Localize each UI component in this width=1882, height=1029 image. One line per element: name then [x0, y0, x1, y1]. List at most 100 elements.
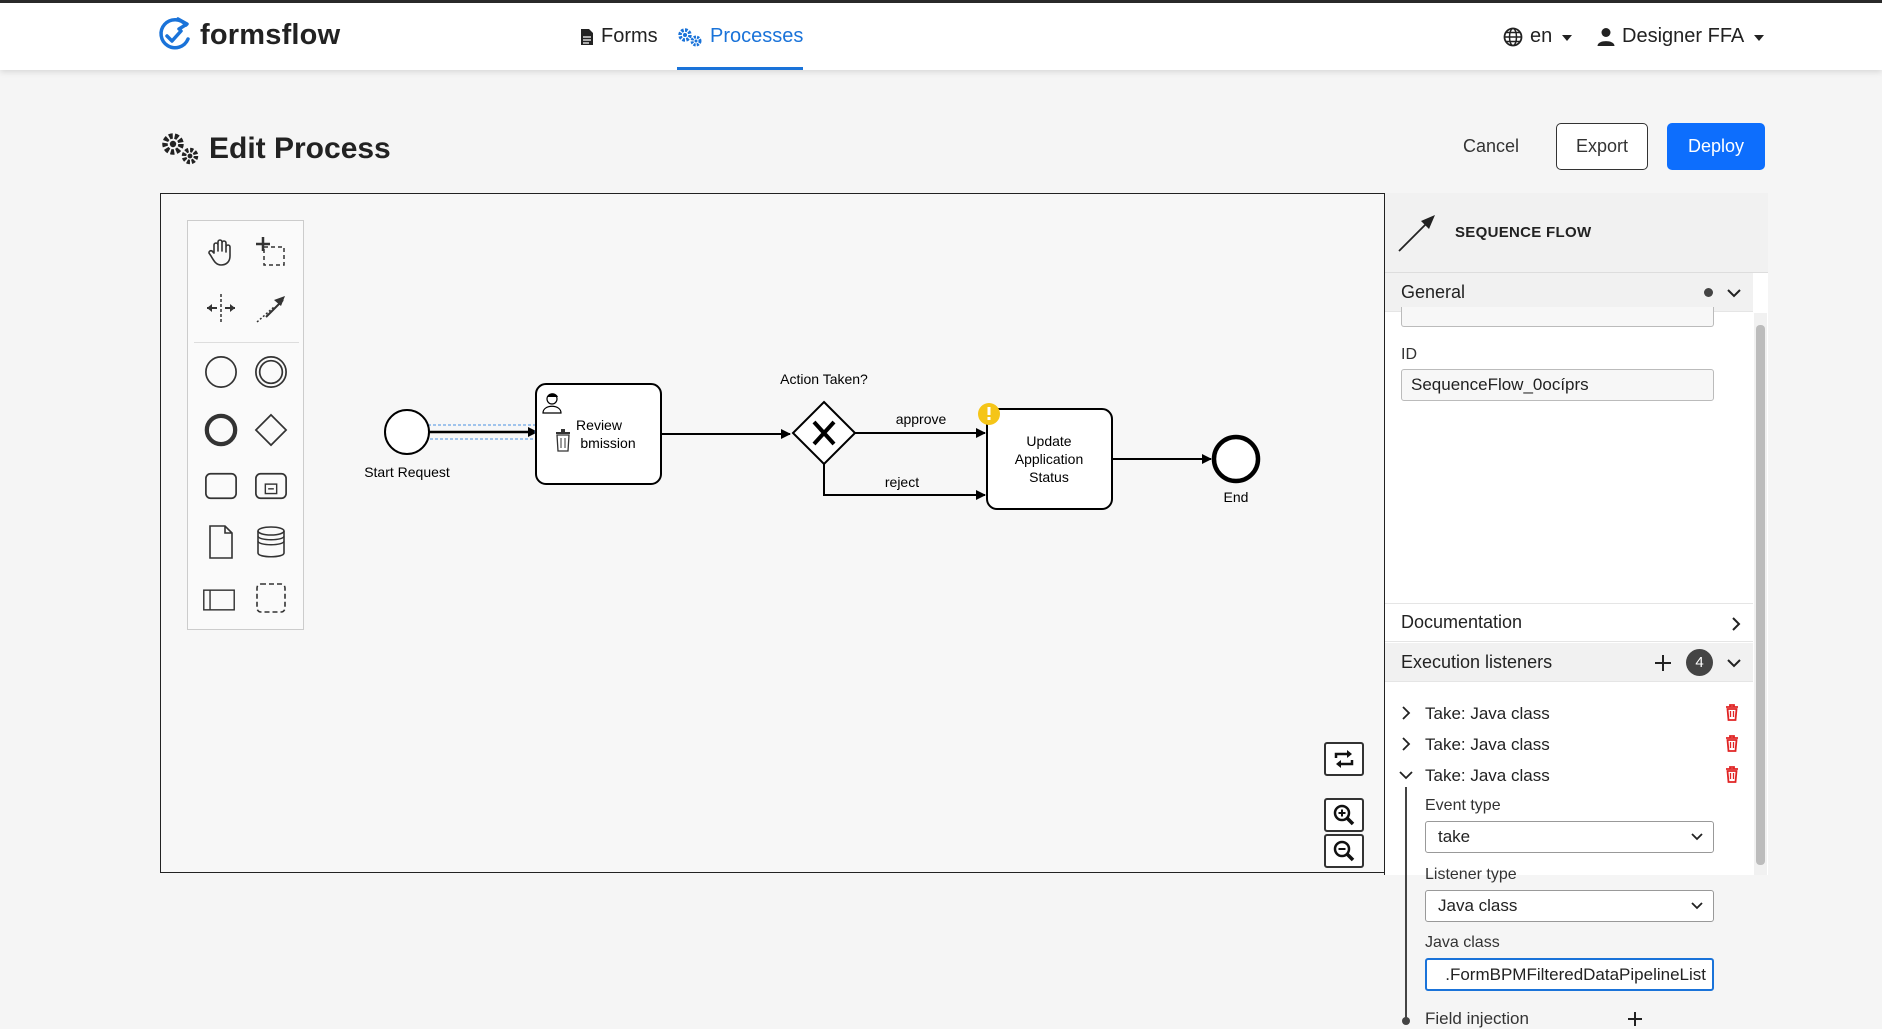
active-tab-indicator	[677, 67, 803, 70]
add-field-injection-icon[interactable]	[1627, 1011, 1643, 1027]
global-connect-tool-icon[interactable]	[254, 291, 288, 325]
group-general[interactable]: General	[1385, 273, 1753, 312]
chevron-down-icon[interactable]	[1399, 770, 1413, 780]
java-class-label: Java class	[1425, 934, 1500, 951]
tool-palette	[187, 220, 304, 630]
delete-icon[interactable]	[1725, 766, 1739, 783]
space-tool-icon[interactable]	[204, 291, 238, 325]
gateway-icon[interactable]	[254, 413, 288, 447]
language-dropdown[interactable]: en	[1503, 3, 1573, 70]
exclusive-gateway[interactable]	[791, 400, 857, 466]
start-event[interactable]	[384, 409, 430, 455]
delete-icon[interactable]	[1725, 704, 1739, 721]
task-icon[interactable]	[204, 469, 238, 503]
trash-icon[interactable]	[556, 429, 570, 452]
nav-processes-label: Processes	[710, 25, 804, 47]
listener-label: Take: Java class	[1425, 734, 1550, 754]
id-label: ID	[1401, 346, 1417, 363]
zoom-out-icon	[1333, 840, 1355, 862]
id-input[interactable]	[1401, 369, 1714, 401]
window-top-border	[0, 0, 1882, 3]
task2-label-line3: Status	[1029, 469, 1069, 485]
group-general-label: General	[1401, 281, 1466, 302]
subprocess-icon[interactable]	[254, 469, 288, 503]
cancel-button[interactable]: Cancel	[1450, 123, 1532, 170]
flow-label-approve: approve	[896, 411, 947, 427]
nav-forms[interactable]: Forms	[580, 3, 658, 70]
lasso-tool-icon[interactable]	[254, 235, 288, 269]
participant-pool-icon[interactable]	[202, 583, 236, 617]
user-icon	[1597, 27, 1615, 46]
zoom-in-button[interactable]	[1324, 798, 1364, 832]
group-execution-listeners[interactable]: Execution listeners 4	[1385, 643, 1753, 682]
group-icon[interactable]	[254, 581, 288, 615]
top-navbar: formsflow Forms Processes en De	[0, 3, 1882, 70]
globe-icon	[1503, 27, 1523, 46]
chevron-down-icon	[1754, 34, 1765, 41]
chevron-down-icon	[1691, 902, 1703, 910]
hand-tool-icon[interactable]	[204, 235, 238, 269]
listener-label: Take: Java class	[1425, 765, 1550, 785]
data-object-icon[interactable]	[204, 525, 238, 559]
brand-logo[interactable]: formsflow	[156, 15, 340, 55]
task-label-line1: Review	[576, 417, 623, 433]
properties-header: SEQUENCE FLOW	[1385, 193, 1768, 273]
listener-item[interactable]: Take: Java class	[1385, 729, 1753, 760]
reset-view-button[interactable]	[1324, 742, 1364, 776]
task-label-line2: bmission	[580, 435, 635, 451]
group-documentation[interactable]: Documentation	[1385, 603, 1753, 642]
chevron-down-icon	[1727, 658, 1741, 667]
gateway-label: Action Taken?	[780, 371, 868, 387]
end-event[interactable]	[1211, 434, 1261, 484]
properties-scrollbar[interactable]	[1754, 313, 1767, 875]
name-input[interactable]	[1401, 307, 1714, 327]
formsflow-logo-icon	[159, 17, 190, 50]
java-class-value: .FormBPMFilteredDataPipelineList	[1445, 964, 1706, 984]
end-event-label: End	[1224, 489, 1249, 505]
nav-processes[interactable]: Processes	[677, 3, 803, 70]
bpmn-diagram-canvas[interactable]: Start Request Review bmission	[161, 194, 1384, 874]
event-type-select[interactable]: take	[1425, 821, 1714, 853]
deploy-button[interactable]: Deploy	[1667, 123, 1765, 170]
user-task-review[interactable]: Review bmission	[535, 383, 662, 485]
delete-icon[interactable]	[1725, 735, 1739, 752]
group-execution-listeners-label: Execution listeners	[1401, 651, 1553, 672]
listener-count-badge: 4	[1686, 649, 1713, 676]
listener-detail-line	[1405, 787, 1407, 1021]
document-icon	[581, 28, 593, 45]
event-type-value: take	[1438, 827, 1471, 846]
event-type-label: Event type	[1425, 797, 1501, 814]
scrollbar-thumb[interactable]	[1756, 325, 1765, 865]
listener-item[interactable]: Take: Java class	[1385, 698, 1753, 729]
sequence-flow-reject[interactable]	[823, 464, 986, 500]
listener-item-expanded[interactable]: Take: Java class	[1385, 760, 1753, 791]
start-event-icon[interactable]	[204, 355, 238, 389]
palette-separator	[194, 342, 299, 343]
end-event-icon[interactable]	[204, 413, 238, 447]
intermediate-event-icon[interactable]	[254, 355, 288, 389]
nav-forms-label: Forms	[601, 25, 658, 47]
chevron-right-icon[interactable]	[1401, 706, 1411, 720]
listener-type-value: Java class	[1438, 896, 1518, 915]
user-dropdown[interactable]: Designer FFA	[1597, 3, 1765, 70]
cogs-icon	[678, 27, 702, 46]
task-update-status[interactable]: Update Application Status	[986, 408, 1113, 510]
zoom-out-button[interactable]	[1324, 834, 1364, 868]
add-listener-icon[interactable]	[1654, 654, 1672, 672]
element-type: SEQUENCE FLOW	[1455, 224, 1592, 241]
java-class-input[interactable]: .FormBPMFilteredDataPipelineList	[1425, 958, 1714, 991]
export-button[interactable]: Export	[1556, 123, 1648, 170]
data-store-icon[interactable]	[254, 525, 288, 559]
warning-icon[interactable]	[978, 403, 1000, 425]
properties-panel: SEQUENCE FLOW General ID Documentation E…	[1384, 193, 1768, 1028]
chevron-down-icon	[1562, 34, 1573, 41]
field-injection-label: Field injection	[1425, 1009, 1529, 1028]
listener-type-label: Listener type	[1425, 866, 1517, 883]
user-name: Designer FFA	[1622, 25, 1745, 47]
chevron-right-icon[interactable]	[1401, 737, 1411, 751]
listener-type-select[interactable]: Java class	[1425, 890, 1714, 922]
start-event-label: Start Request	[364, 464, 450, 480]
rotate-arrows-icon	[1334, 750, 1354, 768]
task2-label-line1: Update	[1026, 433, 1071, 449]
bpmn-modeler[interactable]: Start Request Review bmission	[160, 193, 1768, 1028]
